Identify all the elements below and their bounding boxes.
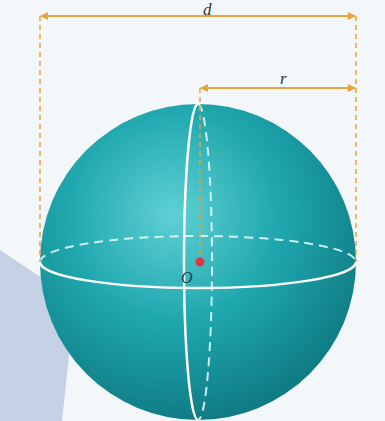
guide-line bbox=[39, 16, 41, 262]
point-label: O bbox=[181, 270, 193, 286]
dimension-label: r bbox=[280, 70, 287, 87]
dimension-label: d bbox=[203, 1, 212, 18]
center-point bbox=[196, 258, 205, 267]
guide-line bbox=[355, 16, 357, 262]
radius-dimension bbox=[201, 87, 355, 89]
diameter-dimension bbox=[41, 15, 355, 17]
guide-line bbox=[199, 88, 201, 258]
sphere bbox=[40, 104, 356, 420]
